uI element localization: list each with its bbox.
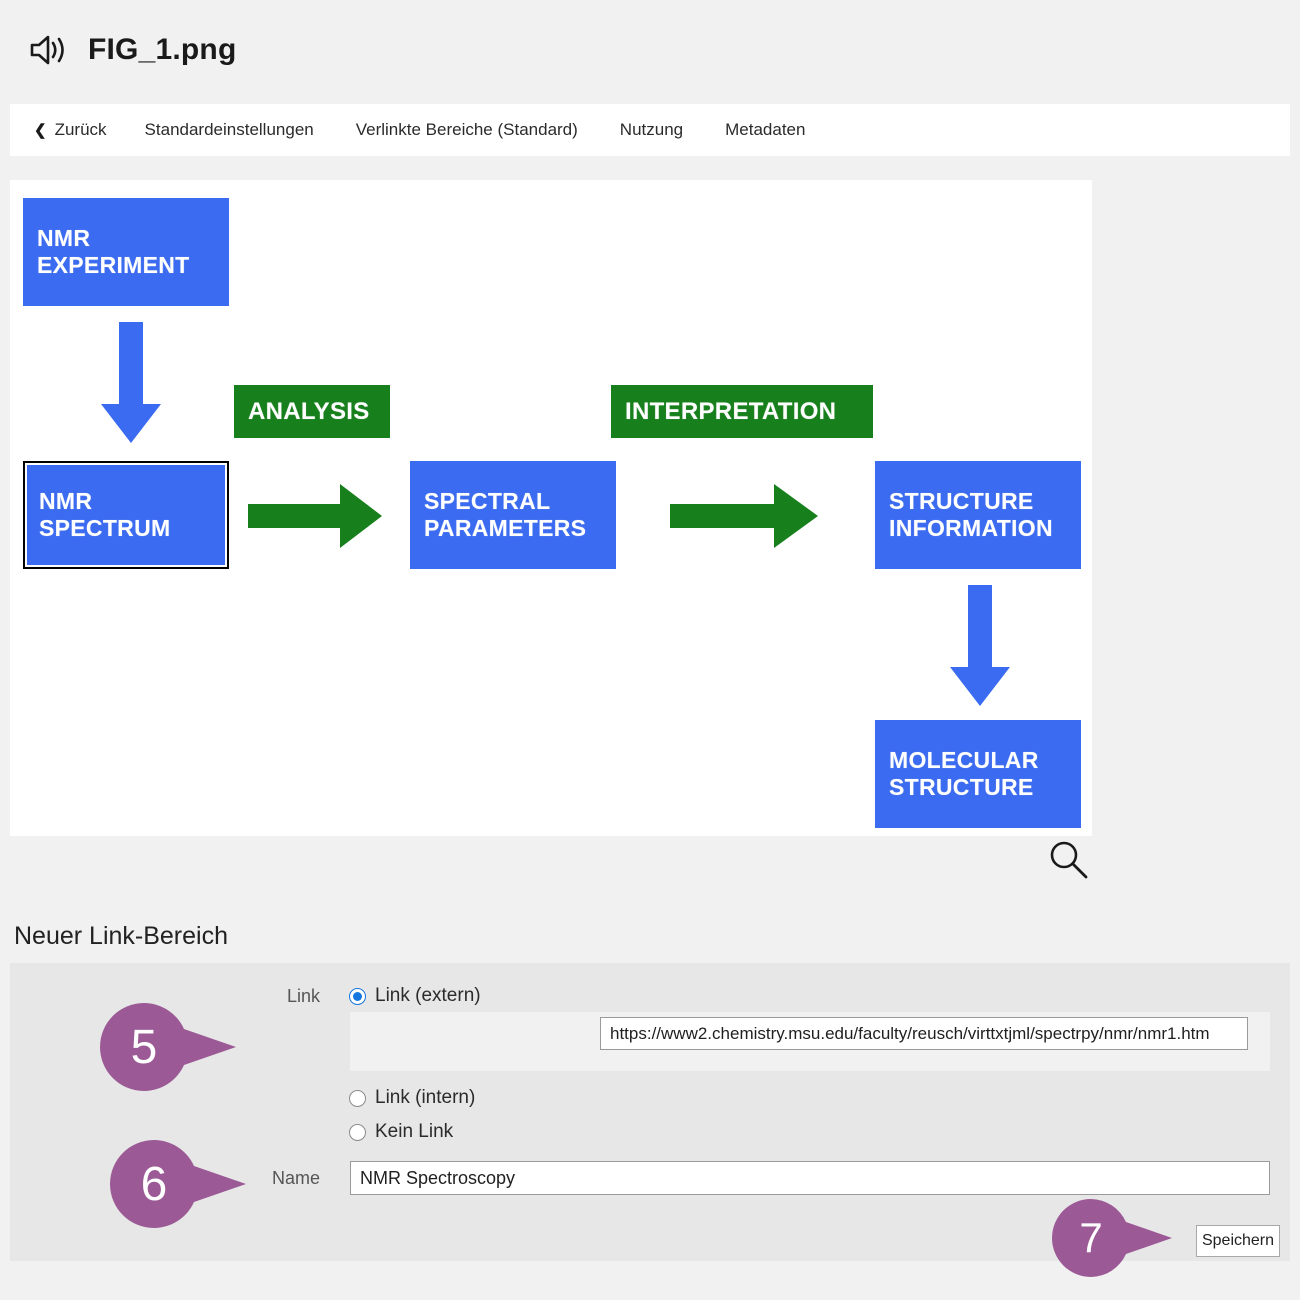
node-line: ANALYSIS — [248, 397, 370, 425]
arrow-parameters-to-structure-info — [670, 484, 818, 548]
callout-marker-6: 6 — [110, 1140, 258, 1228]
nav-item-back-label: Zurück — [54, 120, 107, 139]
nav-bar: ❮ Zurück Standardeinstellungen Verlinkte… — [10, 104, 1290, 156]
radio-kein-link[interactable]: Kein Link — [349, 1121, 453, 1143]
callout-marker-5: 5 — [100, 1003, 248, 1091]
arrow-spectrum-to-parameters — [248, 484, 382, 548]
speaker-icon — [26, 30, 72, 70]
name-input[interactable] — [350, 1161, 1270, 1195]
magnifier-icon[interactable] — [1046, 838, 1092, 884]
arrow-structure-info-to-molecular — [950, 585, 1010, 706]
node-line: EXPERIMENT — [37, 252, 190, 278]
node-line: INFORMATION — [889, 515, 1053, 541]
chevron-left-icon: ❮ — [34, 121, 47, 139]
radio-link-intern-label: Link (intern) — [375, 1087, 476, 1108]
node-line: SPECTRAL — [424, 488, 551, 515]
nav-item-back[interactable]: ❮ Zurück — [34, 120, 107, 140]
diagram-node-analysis[interactable]: ANALYSIS — [234, 385, 390, 438]
diagram-node-molecular-structure[interactable]: MOLECULAR STRUCTURE — [875, 720, 1081, 828]
image-preview-panel[interactable]: NMR EXPERIMENT NMR SPECTRUM ANALYSIS SPE… — [10, 180, 1092, 836]
radio-link-intern[interactable]: Link (intern) — [349, 1087, 475, 1109]
node-line: MOLECULAR — [889, 747, 1039, 774]
diagram-node-structure-information[interactable]: STRUCTURE INFORMATION — [875, 461, 1081, 569]
radio-link-extern-indicator[interactable] — [349, 987, 366, 1005]
name-field-label: Name — [271, 1168, 320, 1188]
node-line: NMR — [39, 488, 93, 515]
radio-link-intern-indicator[interactable] — [349, 1089, 366, 1107]
save-button[interactable]: Speichern — [1196, 1225, 1280, 1257]
link-field-label: Link — [286, 986, 320, 1006]
page-title: FIG_1.png — [88, 33, 237, 66]
callout-marker-7: 7 — [1052, 1199, 1182, 1277]
diagram-node-nmr-spectrum[interactable]: NMR SPECTRUM — [23, 461, 229, 569]
nav-item-verlinkte-bereiche[interactable]: Verlinkte Bereiche (Standard) — [355, 120, 578, 139]
radio-link-extern-label: Link (extern) — [375, 985, 481, 1006]
node-line: SPECTRUM — [39, 515, 171, 541]
node-line: STRUCTURE — [889, 488, 1034, 515]
diagram-node-nmr-experiment[interactable]: NMR EXPERIMENT — [23, 198, 229, 306]
nav-item-metadaten[interactable]: Metadaten — [725, 120, 806, 139]
radio-kein-link-label: Kein Link — [375, 1121, 454, 1142]
diagram-node-spectral-parameters[interactable]: SPECTRAL PARAMETERS — [410, 461, 616, 569]
title-bar: FIG_1.png — [0, 0, 1300, 100]
node-line: STRUCTURE — [889, 774, 1034, 800]
url-input[interactable] — [600, 1017, 1248, 1050]
arrow-experiment-to-spectrum — [101, 322, 161, 443]
nav-item-nutzung[interactable]: Nutzung — [619, 120, 684, 139]
node-line: INTERPRETATION — [625, 397, 837, 425]
radio-link-extern[interactable]: Link (extern) — [349, 985, 481, 1007]
diagram-node-interpretation[interactable]: INTERPRETATION — [611, 385, 873, 438]
radio-kein-link-indicator[interactable] — [349, 1123, 366, 1141]
nav-item-standardeinstellungen[interactable]: Standardeinstellungen — [144, 120, 314, 139]
nmr-workflow-diagram: NMR EXPERIMENT NMR SPECTRUM ANALYSIS SPE… — [10, 180, 1092, 836]
section-heading-neuer-link-bereich: Neuer Link-Bereich — [14, 922, 228, 950]
node-line: PARAMETERS — [424, 515, 587, 541]
node-line: NMR — [37, 225, 91, 252]
